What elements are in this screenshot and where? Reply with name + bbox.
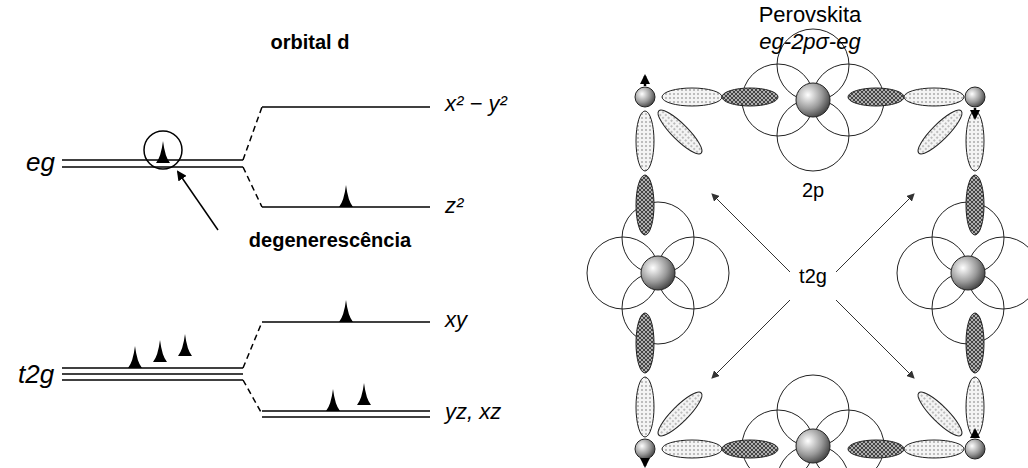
electrons xyxy=(128,141,371,411)
text-label: z² xyxy=(445,194,463,218)
text-label: eg-2pσ-eg xyxy=(759,30,860,54)
text-label: t2g xyxy=(796,265,830,287)
text-label: degenerescência xyxy=(249,229,411,251)
text-label: orbital d xyxy=(271,31,350,53)
energy-levels xyxy=(62,107,430,417)
text-label: Perovskita xyxy=(759,3,862,27)
text-label: 2p xyxy=(802,179,824,201)
text-label: x² − y² xyxy=(445,92,507,116)
perovskite-orbitals xyxy=(587,29,1028,468)
text-label: eg xyxy=(26,148,55,177)
text-label: xy xyxy=(445,308,467,332)
text-label: t2g xyxy=(18,360,54,389)
text-label: yz, xz xyxy=(445,400,501,424)
